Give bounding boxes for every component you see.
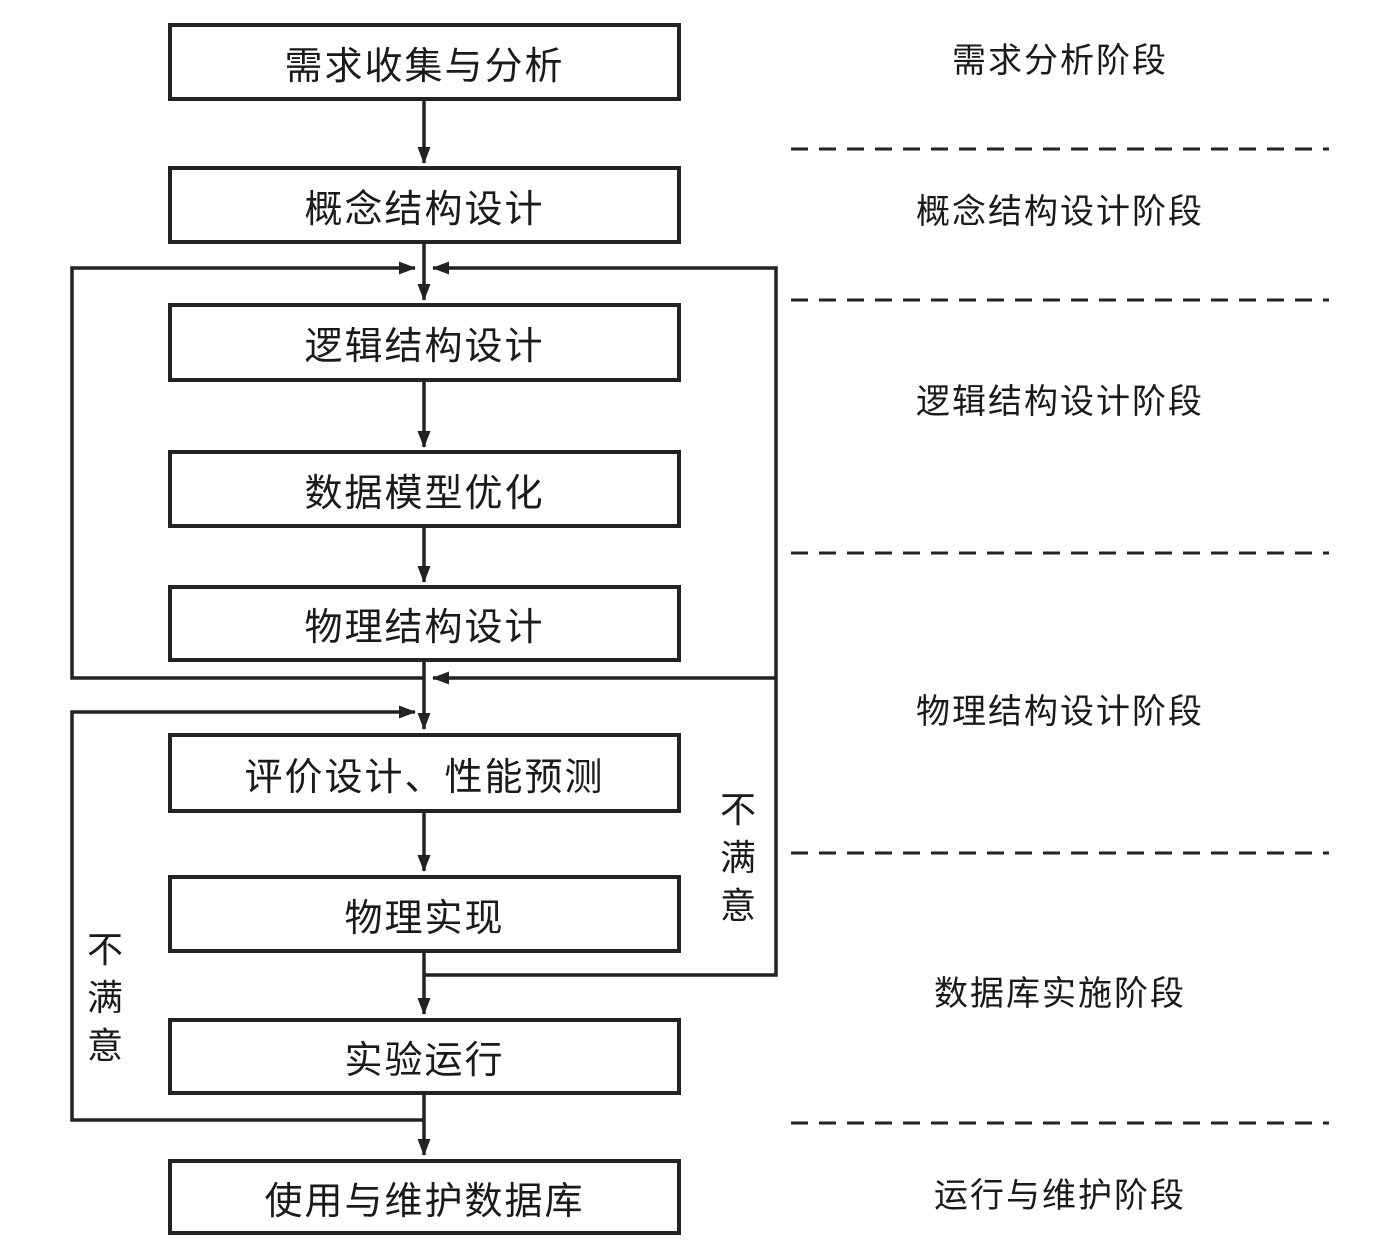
- feedback-loop-left-lower: [70, 705, 424, 1122]
- flow-box-logical: 逻辑结构设计: [168, 303, 681, 382]
- feedback-loop-left-upper: [70, 261, 424, 680]
- flow-box-implement: 物理实现: [168, 875, 681, 953]
- flow-box-physical: 物理结构设计: [168, 585, 681, 662]
- stage-separators: [791, 147, 1329, 1125]
- stage-label-requirements: 需求分析阶段: [952, 43, 1168, 80]
- feedback-loop-right: [424, 261, 778, 977]
- flow-box-trial-run: 实验运行: [168, 1018, 681, 1095]
- flow-box-conceptual: 概念结构设计: [168, 166, 681, 244]
- stage-label-implement: 数据库实施阶段: [934, 976, 1186, 1013]
- flow-box-requirements: 需求收集与分析: [168, 23, 681, 101]
- stage-label-conceptual: 概念结构设计阶段: [916, 194, 1204, 231]
- flow-box-datamodel-opt: 数据模型优化: [168, 450, 681, 528]
- flow-box-evaluate: 评价设计、性能预测: [168, 733, 681, 813]
- stage-label-physical: 物理结构设计阶段: [916, 694, 1204, 731]
- feedback-label-right: 不满意: [719, 790, 756, 926]
- feedback-label-left: 不满意: [86, 930, 123, 1066]
- stage-label-maintain: 运行与维护阶段: [934, 1178, 1186, 1215]
- stage-label-logical: 逻辑结构设计阶段: [916, 384, 1204, 421]
- feedback-loops: [70, 261, 778, 1122]
- flow-box-use-maintain: 使用与维护数据库: [168, 1159, 681, 1235]
